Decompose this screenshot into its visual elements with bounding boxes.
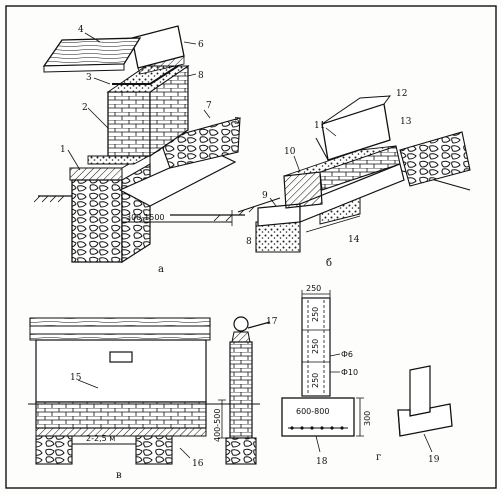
callout-1: 1 <box>60 145 66 155</box>
callout-11: 11 <box>314 121 325 131</box>
panel-a: 300-1500 4 6 3 8 2 7 1 5 а <box>33 25 245 275</box>
sill-beam-a <box>42 37 142 67</box>
callout-15: 15 <box>70 373 82 383</box>
pier-1-v <box>35 435 73 465</box>
callout-4: 4 <box>78 25 84 35</box>
panel-a-dimension: 300-1500 <box>126 213 165 222</box>
callout-7: 7 <box>206 101 212 111</box>
panel-v-height: 400-500 <box>213 409 222 442</box>
precast-base-19 <box>397 403 453 437</box>
sheet-border <box>5 5 497 489</box>
callout-13: 13 <box>400 117 412 127</box>
brick-plinth-v <box>35 401 207 429</box>
panel-g: 250 250 250 250 Ф6 Ф10 600-800 300 18 г … <box>281 284 453 467</box>
rebar-label-2: Ф10 <box>341 368 358 377</box>
callout-12: 12 <box>396 89 407 99</box>
pier-block-b <box>283 171 323 209</box>
stone-paving-a <box>159 117 241 169</box>
callout-16: 16 <box>192 459 204 469</box>
callout-19: 19 <box>428 455 440 465</box>
precast-post-19 <box>409 365 431 417</box>
callout-8: 8 <box>198 71 204 81</box>
g-stack-3: 250 <box>311 373 320 388</box>
panel-a-caption: а <box>158 264 164 275</box>
callout-18: 18 <box>316 457 328 467</box>
callout-2: 2 <box>82 103 88 113</box>
g-stack-1: 250 <box>311 307 320 322</box>
panel-g-base-dim: 600-800 <box>296 407 329 416</box>
panel-v-caption: в <box>116 470 122 481</box>
section-column-v <box>229 341 253 439</box>
vent-opening-v <box>109 351 133 363</box>
rubble-foundation-a <box>71 179 123 263</box>
column-g <box>301 297 331 397</box>
callout-8b: 8 <box>246 237 252 247</box>
wall-v <box>35 339 207 403</box>
callout-5: 5 <box>234 117 240 127</box>
g-stack-2: 250 <box>311 339 320 354</box>
panel-v-span: 2-2,5 м <box>86 434 115 443</box>
panel-g-top-dim: 250 <box>306 284 321 293</box>
brick-plinth-a <box>107 91 151 157</box>
grade-beam-b <box>299 163 405 223</box>
callout-14: 14 <box>348 235 360 245</box>
callout-10: 10 <box>284 147 296 157</box>
callout-6: 6 <box>198 40 204 50</box>
panel-b-caption: б <box>326 258 332 269</box>
panel-v: 2-2,5 м 15 16 в 17 400-500 <box>28 316 278 481</box>
footing-g <box>281 397 355 437</box>
stone-paving-b <box>399 131 471 187</box>
callout-9: 9 <box>262 191 268 201</box>
panel-g-caption: г <box>376 452 381 463</box>
panel-b: 12 11 13 10 9 14 8 б <box>237 89 471 269</box>
pier-2-v <box>135 435 173 465</box>
panel-g-base-height: 300 <box>363 411 372 426</box>
rebar-label-1: Ф6 <box>341 350 353 359</box>
callout-17: 17 <box>266 317 278 327</box>
callout-3: 3 <box>86 73 92 83</box>
